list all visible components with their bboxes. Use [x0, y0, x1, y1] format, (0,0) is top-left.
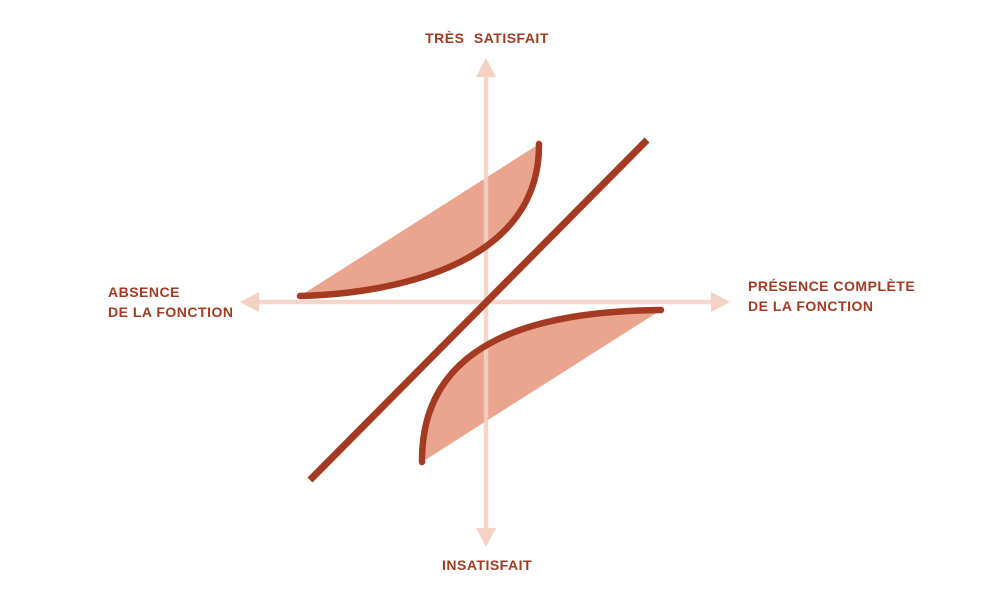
- performance-line: [307, 137, 650, 483]
- arrow-down-icon: [476, 528, 496, 547]
- label-tres-satisfait: Très Satisfait: [425, 30, 549, 46]
- label-presence-complete-de-la-fonction: Présence Complète de la Fonction: [748, 276, 915, 316]
- attractive-region-fill: [300, 144, 540, 296]
- must-be-region-fill: [421, 310, 661, 462]
- label-insatisfait: Insatisfait: [441, 557, 533, 573]
- label-presence-line1: Présence Complète: [748, 278, 916, 294]
- arrow-left-icon: [240, 292, 259, 312]
- arrow-right-icon: [711, 292, 730, 312]
- label-absence-de-la-fonction: Absence de la Fonction: [108, 282, 233, 322]
- attractive-curve: [296, 140, 543, 300]
- label-absence-line1: Absence: [108, 284, 180, 300]
- arrow-up-icon: [476, 58, 496, 77]
- label-absence-line2: de la Fonction: [108, 304, 234, 320]
- must-be-curve: [418, 306, 665, 466]
- label-presence-line2: de la Fonction: [748, 298, 874, 314]
